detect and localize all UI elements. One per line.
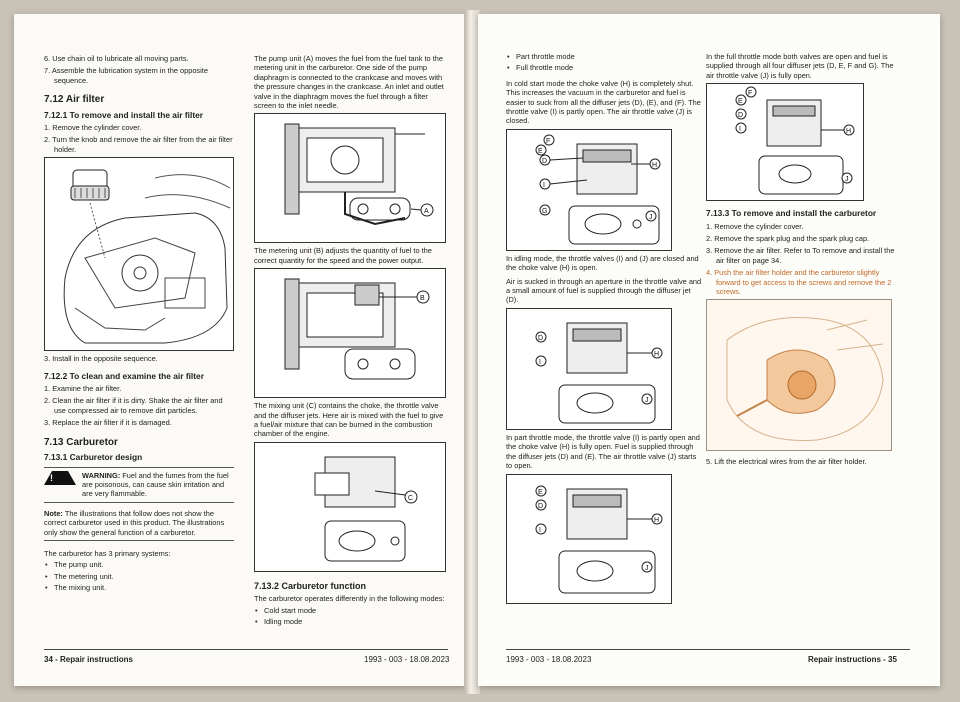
footer-rule (506, 649, 910, 650)
carb-step-1: 1. Remove the cylinder cover. (706, 221, 804, 231)
clean-step-1: 1. Examine the air filter. (44, 384, 122, 394)
fig-label-h: H (652, 162, 657, 169)
footer-page-label: Repair instructions - 35 (808, 655, 897, 664)
heading-remove-air-filter: 7.12.1 To remove and install the air fil… (44, 109, 204, 120)
fig-label-e: E (738, 98, 743, 105)
fig-label-g: G (542, 208, 547, 215)
fig-label-j: J (845, 176, 849, 183)
fig-label-h: H (654, 351, 659, 358)
fig-label-d: D (542, 158, 547, 165)
part-throttle-text: In part throttle mode, the throttle valv… (506, 432, 700, 471)
clean-step-2: 2. Clean the air filter if it is dirty. … (44, 396, 223, 415)
systems-intro: The carburetor has 3 primary systems: (44, 548, 171, 558)
clean-step-3: 3. Replace the air filter if it is damag… (44, 418, 172, 428)
fig-label-e: E (538, 489, 543, 496)
fig-label-i: I (739, 126, 741, 133)
right-page: Part throttle mode Full throttle mode In… (478, 14, 940, 686)
idle-text: In idling mode, the throttle valves (I) … (506, 253, 699, 273)
left-page: 6. Use chain oil to lubricate all moving… (14, 14, 466, 686)
system-item: The pump unit. (44, 560, 234, 570)
warning-box: ! WARNING: Fuel and the fumes from the f… (44, 466, 234, 503)
fig-label-j: J (645, 397, 649, 404)
carb-step-2: 2. Remove the spark plug and the spark p… (706, 234, 870, 244)
heading-carburetor-design: 7.13.1 Carburetor design (44, 452, 143, 463)
heading-remove-carburetor: 7.13.3 To remove and install the carbure… (706, 208, 877, 219)
step-6: 6. Use chain oil to lubricate all moving… (44, 54, 189, 63)
note-box: Note: The illustrations that follow does… (44, 509, 234, 541)
mixing-unit-figure: C (254, 441, 446, 572)
function-text: The carburetor operates differently in t… (254, 594, 445, 604)
metering-unit-figure: B (254, 268, 446, 399)
mixing-text: The mixing unit (C) contains the choke, … (254, 401, 444, 439)
air-filter-illustration (44, 157, 234, 352)
system-item: The mixing unit. (44, 583, 234, 593)
heading-clean-air-filter: 7.12.2 To clean and examine the air filt… (44, 370, 204, 381)
book-spine (464, 10, 480, 694)
footer-doc-date: 1993 - 003 - 18.08.2023 (364, 655, 450, 664)
mode-item: Full throttle mode (506, 63, 704, 73)
heading-carburetor: 7.13 Carburetor (44, 436, 118, 448)
footer-page-label: 34 - Repair instructions (44, 655, 133, 664)
remove-step-2: 2. Turn the knob and remove the air filt… (44, 135, 233, 154)
footer-doc-date: 1993 - 003 - 18.08.2023 (506, 655, 592, 664)
mode-item: Cold start mode (254, 606, 448, 616)
carb-step-5: 5. Lift the electrical wires from the ai… (706, 457, 867, 467)
left-col-2: The pump unit (A) moves the fuel from th… (254, 54, 448, 629)
step-7: 7. Assemble the lubrication system in th… (44, 66, 208, 85)
metering-text: The metering unit (B) adjusts the quanti… (254, 246, 432, 265)
cold-start-text: In cold start mode the choke valve (H) i… (506, 78, 701, 126)
fig-label-e: E (538, 148, 543, 155)
carburetor-removal-illustration (706, 299, 892, 452)
cold-start-figure: F E D I G H J (506, 128, 672, 251)
remove-step-1: 1. Remove the cylinder cover. (44, 123, 142, 133)
fig-label-f: F (748, 90, 752, 97)
air-text: Air is sucked in through an aperture in … (506, 276, 702, 305)
warning-body: WARNING: Fuel and the fumes from the fue… (82, 470, 229, 499)
heading-air-filter: 7.12 Air filter (44, 94, 105, 106)
pump-unit-figure: A (254, 113, 446, 244)
mode-item: Part throttle mode (506, 52, 704, 62)
right-col-2: In the full throttle mode both valves ar… (706, 52, 900, 470)
footer-rule (44, 649, 448, 650)
carb-step-3: 3. Remove the air filter. Refer to To re… (706, 246, 895, 265)
system-item: The metering unit. (44, 572, 234, 582)
full-throttle-figure: F E D I H J (706, 83, 864, 202)
pump-text: The pump unit (A) moves the fuel from th… (254, 54, 444, 111)
fig-label-a: A (424, 208, 429, 215)
fig-label-i: I (539, 359, 541, 366)
idle-figure: D I H J (506, 307, 672, 430)
full-throttle-text: In the full throttle mode both valves ar… (706, 52, 894, 80)
fig-label-j: J (645, 565, 649, 572)
heading-carburetor-function: 7.13.2 Carburetor function (254, 580, 367, 591)
fig-label-c: C (408, 495, 413, 502)
part-throttle-figure: E D I H J (506, 473, 672, 604)
warning-icon: ! (44, 470, 76, 485)
fig-label-i: I (543, 182, 545, 189)
fig-label-j: J (649, 214, 653, 221)
fig-label-b: B (420, 295, 425, 302)
fig-label-f: F (546, 138, 550, 145)
fig-label-h: H (846, 128, 851, 135)
fig-label-h: H (654, 517, 659, 524)
carb-step-4: 4. Push the air filter holder and the ca… (706, 268, 892, 297)
fig-label-d: D (538, 335, 543, 342)
right-col-1: Part throttle mode Full throttle mode In… (506, 52, 704, 607)
fig-label-d: D (738, 112, 743, 119)
fig-label-d: D (538, 503, 543, 510)
install-step-3: 3. Install in the opposite sequence. (44, 354, 158, 364)
fig-label-i: I (539, 527, 541, 534)
mode-item: Idling mode (254, 617, 448, 627)
left-col-1: 6. Use chain oil to lubricate all moving… (44, 54, 234, 595)
